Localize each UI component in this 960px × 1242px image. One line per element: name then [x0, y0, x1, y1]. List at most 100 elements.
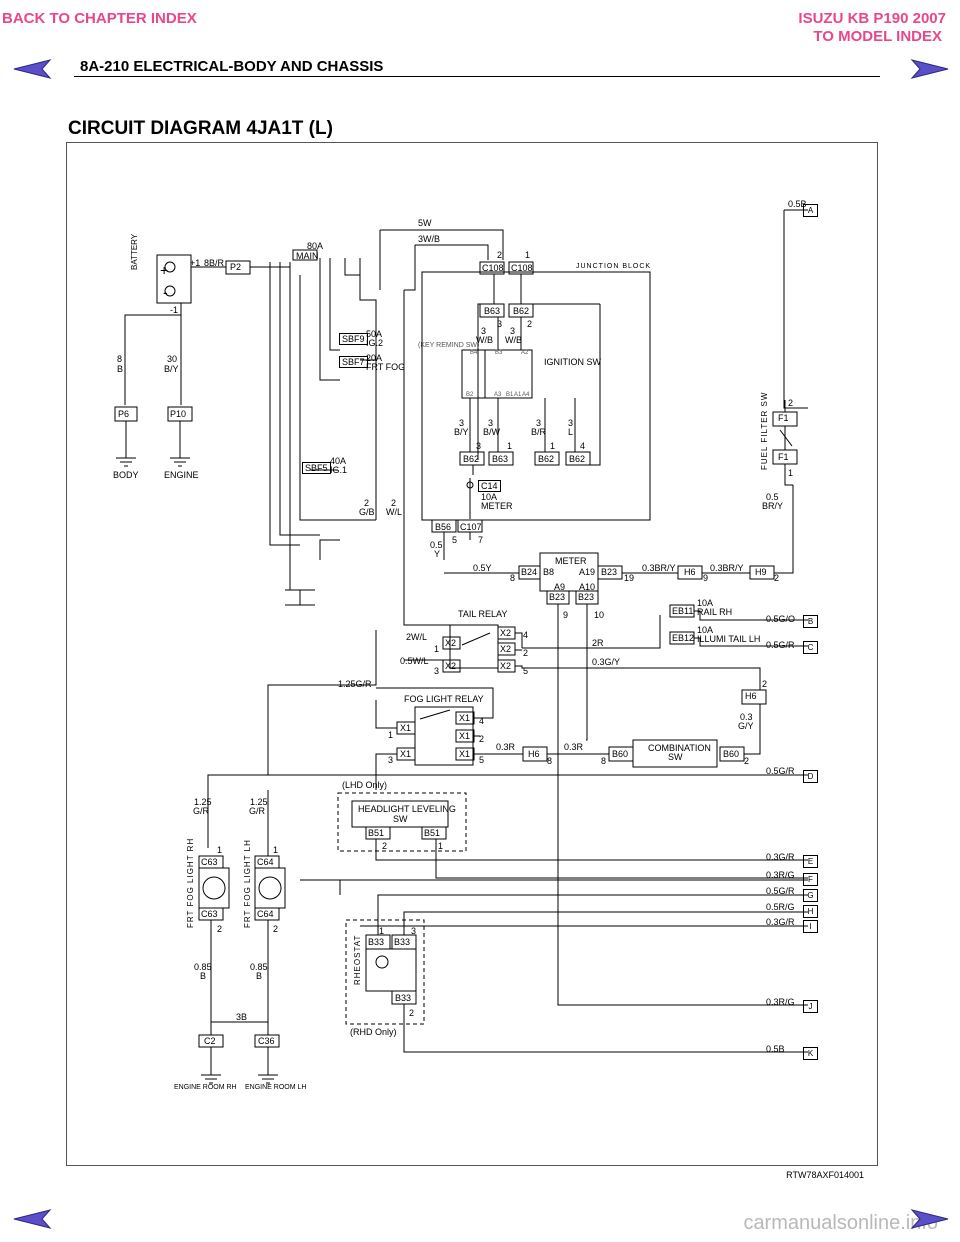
connector-x2d: X2 — [500, 644, 512, 654]
pin-7a: 7 — [478, 535, 484, 545]
wire-085-lh-color: B — [256, 971, 263, 981]
to-model-index-link[interactable]: TO MODEL INDEX — [813, 28, 942, 45]
fuse-c14: C14 — [478, 480, 501, 492]
next-page-arrow-bottom-icon[interactable] — [910, 1208, 950, 1230]
connector-h6c: H6 — [745, 691, 757, 701]
fuse-sbf5-circuit: IG.1 — [330, 465, 348, 475]
fuse-eb12-circuit: ILLUMI TAIL LH — [697, 634, 761, 644]
pin-3d: 3 — [388, 755, 394, 765]
wire-125gr-lh-color: G/R — [249, 806, 266, 816]
wire-05rg-h: 0.5R/G — [766, 902, 795, 912]
wire-8b-size: 8 — [117, 354, 123, 364]
ig-pin-a3: A3 — [494, 392, 502, 398]
key-remind-label: (KEY REMIND SW) — [418, 342, 480, 349]
connector-c36: C36 — [258, 1036, 275, 1046]
connector-b51a: B51 — [368, 828, 385, 838]
headlight-leveling-label-1: HEADLIGHT LEVELING — [358, 804, 456, 814]
connector-b56: B56 — [435, 522, 452, 532]
wire-03bry2: 0.3BR/Y — [710, 563, 744, 573]
pin-8c: 8 — [601, 756, 607, 766]
connector-h9: H9 — [755, 567, 767, 577]
terminal-d: D — [803, 770, 818, 783]
pin-8a: 8 — [510, 573, 516, 583]
connector-c108b: C108 — [511, 263, 533, 273]
pin-2a: 2 — [497, 250, 503, 260]
connector-p6: P6 — [118, 409, 130, 419]
model-title-link[interactable]: ISUZU KB P190 2007 — [798, 10, 946, 27]
wire-03r1: 0.3R — [496, 742, 516, 752]
connector-c64a: C64 — [257, 857, 274, 867]
meter-label: METER — [555, 556, 587, 566]
connector-b23b: B23 — [549, 592, 566, 602]
lhd-only-label: (LHD Only) — [342, 780, 388, 790]
wire-05b: 0.5B — [788, 199, 807, 209]
wire-05wl: 0.5W/L — [400, 656, 429, 666]
tail-relay-label: TAIL RELAY — [458, 609, 508, 619]
back-to-chapter-index-link[interactable]: BACK TO CHAPTER INDEX — [2, 10, 197, 27]
fuse-sbf9: SBF9 — [339, 333, 368, 345]
wire-30-color: B/Y — [164, 364, 179, 374]
terminal-a: A — [803, 204, 818, 217]
wire-3b: 3B — [236, 1012, 248, 1022]
wire-085-lh-size: 0.85 — [250, 962, 268, 972]
pin-3a: 3 — [497, 319, 503, 329]
battery-label: BATTERY — [130, 233, 139, 270]
prev-page-arrow-icon[interactable] — [12, 58, 52, 80]
pin-1c: 1 — [550, 441, 556, 451]
wire-2gb-size: 2 — [364, 498, 370, 508]
fuse-eb11-circuit: RAIL RH — [697, 607, 733, 617]
headlight-leveling-label-2: SW — [393, 814, 408, 824]
connector-b23c: B23 — [578, 592, 595, 602]
fuse-main-rating: 80A — [307, 241, 324, 251]
connector-c107: C107 — [460, 522, 482, 532]
battery-minus-symbol: - — [163, 284, 168, 300]
ignition-sw-label: IGNITION SW — [544, 357, 601, 367]
connector-x2c: X2 — [500, 628, 512, 638]
ig-wire-3l-size: 3 — [568, 418, 574, 428]
ig-wire-3bw-size: 3 — [488, 418, 494, 428]
wire-03gy2-size: 0.3 — [740, 712, 753, 722]
ground-engine-room-lh-label: ENGINE ROOM LH — [245, 1084, 307, 1091]
battery-label: JUNCTION BLOCK — [0, 0, 70, 2]
wire-8br: 8B/R — [204, 258, 225, 268]
connector-h6: H6 — [684, 567, 696, 577]
ig-wire-3bw-color: B/W — [483, 427, 500, 437]
ig-wire-3by-color: B/Y — [454, 427, 469, 437]
prev-page-arrow-bottom-icon[interactable] — [12, 1208, 52, 1230]
terminal-i: I — [803, 920, 818, 933]
pin-4b: 4 — [523, 630, 529, 640]
connector-b33b: B33 — [394, 937, 411, 947]
connector-c63a: C63 — [201, 857, 218, 867]
ig-wire-3l-color: L — [568, 427, 574, 437]
pin-2l: 2 — [409, 1008, 415, 1018]
fuse-eb12-rating: 10A — [697, 625, 714, 635]
wire-125gr-lh-size: 1.25 — [250, 797, 268, 807]
wire-05y: 0.5Y — [473, 563, 492, 573]
combination-sw-label-2: SW — [668, 752, 683, 762]
connector-b62c: B62 — [538, 454, 555, 464]
pin-3c: 3 — [434, 666, 440, 676]
pin-19a: 19 — [624, 573, 635, 583]
pin-5c: 5 — [479, 755, 485, 765]
next-page-arrow-icon[interactable] — [910, 58, 950, 80]
connector-b60a: B60 — [612, 749, 629, 759]
pin-2k: 2 — [273, 924, 279, 934]
meter-pin-a9: A9 — [554, 582, 566, 592]
connector-x2a: X2 — [445, 638, 457, 648]
figure-code: RTW78AXF014001 — [786, 1170, 864, 1180]
pin-1g: 1 — [438, 841, 444, 851]
wire-085-rh-size: 0.85 — [194, 962, 212, 972]
terminal-e: E — [803, 855, 818, 868]
wire-2r: 2R — [592, 638, 604, 648]
terminal-h: H — [803, 905, 818, 918]
wire-03bry: 0.3BR/Y — [642, 563, 676, 573]
wire-125gr: 1.25G/R — [338, 679, 372, 689]
terminal-g: G — [803, 889, 818, 902]
fuse-sbf7-rating: 20A — [366, 353, 383, 363]
connector-f1a: F1 — [778, 413, 789, 423]
connector-eb12: EB12 — [672, 633, 695, 643]
pin-3b: 3 — [476, 441, 482, 451]
pin-1h: 1 — [217, 845, 223, 855]
ig-wire-3wb-size: 3 — [481, 326, 487, 336]
